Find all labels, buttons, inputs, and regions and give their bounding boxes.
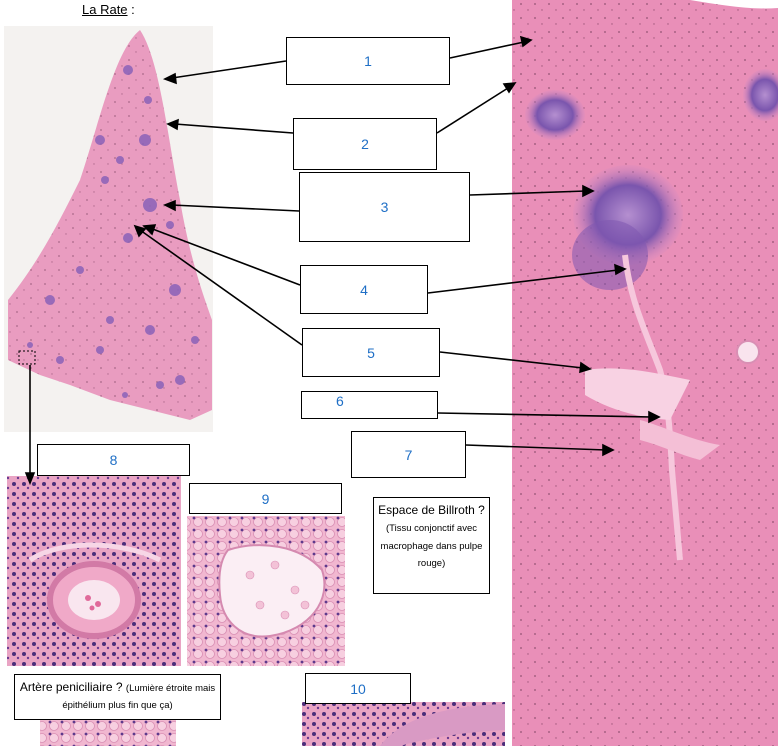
label-10[interactable]: 10 — [305, 673, 411, 704]
note-billroth: Espace de Billroth ? (Tissu conjonctif a… — [373, 497, 490, 594]
inset-8-image — [7, 476, 181, 666]
artery-inset-image — [40, 720, 176, 746]
inset-10-image — [302, 702, 505, 746]
spleen-detail-image — [512, 0, 778, 746]
page-title: La Rate : — [82, 2, 135, 17]
note-billroth-main: Espace de Billroth ? — [378, 503, 485, 517]
label-8[interactable]: 8 — [37, 444, 190, 476]
label-1[interactable]: 1 — [286, 37, 450, 85]
label-6[interactable]: 6 — [301, 391, 438, 419]
label-3[interactable]: 3 — [299, 172, 470, 242]
inset-9-image — [187, 516, 345, 666]
label-4[interactable]: 4 — [300, 265, 428, 314]
spleen-overview-image — [4, 26, 213, 432]
note-artery-main: Artère peniciliaire ? — [19, 680, 123, 694]
pointer-arrows — [24, 35, 661, 486]
label-5[interactable]: 5 — [302, 328, 440, 377]
label-7[interactable]: 7 — [351, 431, 466, 478]
note-artery: Artère peniciliaire ? (Lumière étroite m… — [14, 674, 221, 720]
label-2[interactable]: 2 — [293, 118, 437, 170]
label-9[interactable]: 9 — [189, 483, 342, 514]
note-billroth-detail: (Tissu conjonctif avec macrophage dans p… — [380, 523, 483, 570]
note-artery-detail: (Lumière étroite mais épithélium plus fi… — [62, 683, 216, 711]
